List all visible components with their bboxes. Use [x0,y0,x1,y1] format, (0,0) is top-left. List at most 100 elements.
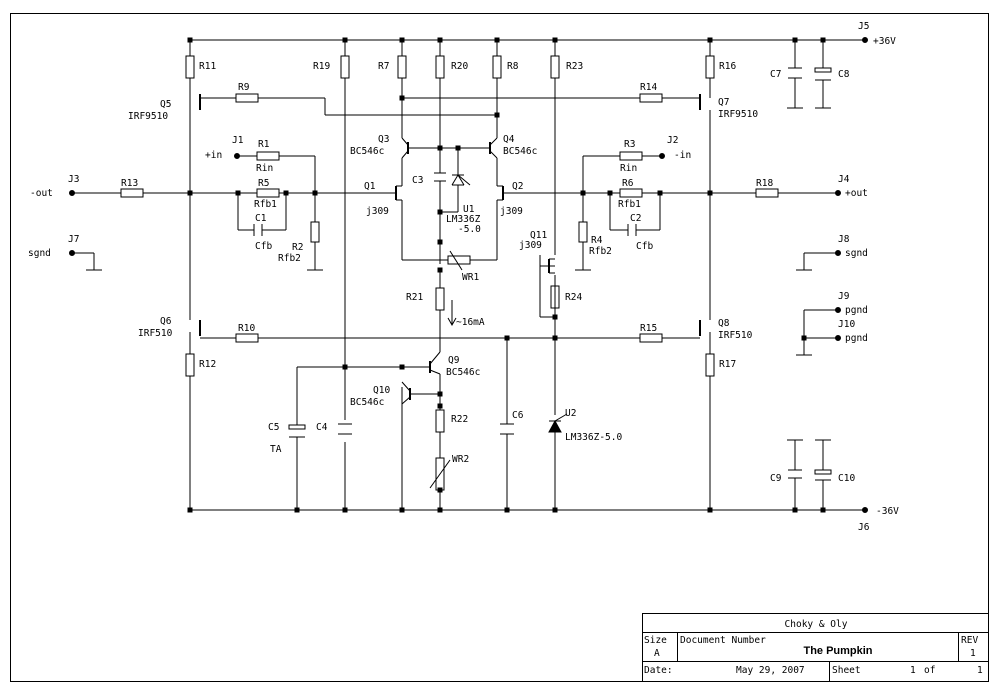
label-r20: R20 [451,61,468,72]
label-r9: R9 [238,82,250,93]
capacitor-c10 [814,469,832,481]
label-q7: Q7 [718,97,729,108]
label-wr1: WR1 [462,272,479,283]
label-r19: R19 [313,61,330,72]
label-j3: J3 [68,174,79,185]
capacitor-c5 [288,424,306,438]
value-q5: IRF9510 [128,111,168,122]
value-r5: Rfb1 [254,199,277,210]
label-q10: Q10 [373,385,390,396]
size-value: A [654,648,660,659]
label-j1: J1 [232,135,244,146]
date-label: Date: [644,665,673,676]
label-r10: R10 [238,323,255,334]
title-block-text: Choky & Oly Size A Document Number The P… [644,619,983,676]
value-c2: Cfb [636,241,653,252]
resistor-r24 [550,285,560,309]
label-j4: J4 [838,174,850,185]
label-r14: R14 [640,82,657,93]
label-r3: R3 [624,139,635,150]
label-q6: Q6 [160,316,172,327]
sheet-of: of [924,665,935,676]
resistor-r9 [235,93,259,103]
label-r23: R23 [566,61,583,72]
label-wr2: WR2 [452,454,469,465]
value-r6: Rfb1 [618,199,641,210]
label-j9: J9 [838,291,850,302]
docnum-label: Document Number [680,635,766,646]
label-r7: R7 [378,61,389,72]
sheet-border [10,13,989,682]
label-r16: R16 [719,61,736,72]
resistor-r12 [185,353,195,377]
value-q3: BC546c [350,146,384,157]
label-r21: R21 [406,292,423,303]
resistor-r21 [435,287,445,311]
resistor-r3 [619,151,643,161]
wires [72,39,865,511]
jfet-q2 [497,185,520,201]
capacitor-c2 [627,224,637,236]
value-r3: Rin [620,163,637,174]
label-r12: R12 [199,359,216,370]
net-j4: +out [845,188,868,199]
resistor-r7 [397,55,407,79]
resistor-r15 [639,333,663,343]
value-r4: Rfb2 [589,246,612,257]
label-r22: R22 [451,414,468,425]
resistor-r1 [256,151,280,161]
capacitor-c9 [788,469,802,479]
resistor-r22 [435,409,445,433]
connector-pins [69,37,868,513]
jfet-q1 [390,185,402,201]
value-u2: LM336Z-5.0 [565,432,622,443]
label-j5: J5 [858,21,869,32]
label-r2: R2 [292,242,303,253]
label-c7: C7 [770,69,781,80]
net-j1: +in [205,150,222,161]
net-j2: -in [674,150,691,161]
value-q6: IRF510 [138,328,173,339]
bjt-q3 [401,137,409,159]
label-j7: J7 [68,234,79,245]
net-j3: -out [30,188,53,199]
net-j7: sgnd [28,248,51,259]
bjt-q4 [489,137,498,159]
resistor-r18 [755,188,779,198]
label-r18: R18 [756,178,773,189]
label-r17: R17 [719,359,736,370]
label-r4: R4 [591,235,603,246]
label-q11: Q11 [530,230,547,241]
potentiometer-wr1 [439,250,471,271]
label-q2: Q2 [512,181,523,192]
net-j5: +36V [873,36,896,47]
jfet-q11 [548,258,555,274]
value-c1: Cfb [255,241,272,252]
rev-label: REV [961,635,978,646]
value-q2: j309 [500,206,523,217]
label-r11: R11 [199,61,216,72]
capacitor-c1 [253,224,263,236]
value2-u1: -5.0 [458,224,481,235]
value-r2: Rfb2 [278,253,301,264]
value-u1: LM336Z [446,214,481,225]
title-block [642,613,989,682]
sheet-value: 1 [910,665,916,676]
value-r1: Rin [256,163,273,174]
net-j8: sgnd [845,248,868,259]
resistor-r6 [619,188,643,198]
capacitor-c4 [338,423,352,435]
capacitor-c8 [814,67,832,81]
capacitor-c6 [500,423,514,435]
resistor-r16 [705,55,715,79]
label-u2: U2 [565,408,576,419]
label-u1: U1 [463,204,475,215]
label-r6: R6 [622,178,634,189]
value-q11: j309 [519,240,542,251]
resistor-r11 [185,55,195,79]
current-arrow-icon [447,300,457,327]
label-j8: J8 [838,234,850,245]
label-q8: Q8 [718,318,730,329]
value-c5: TA [270,444,282,455]
